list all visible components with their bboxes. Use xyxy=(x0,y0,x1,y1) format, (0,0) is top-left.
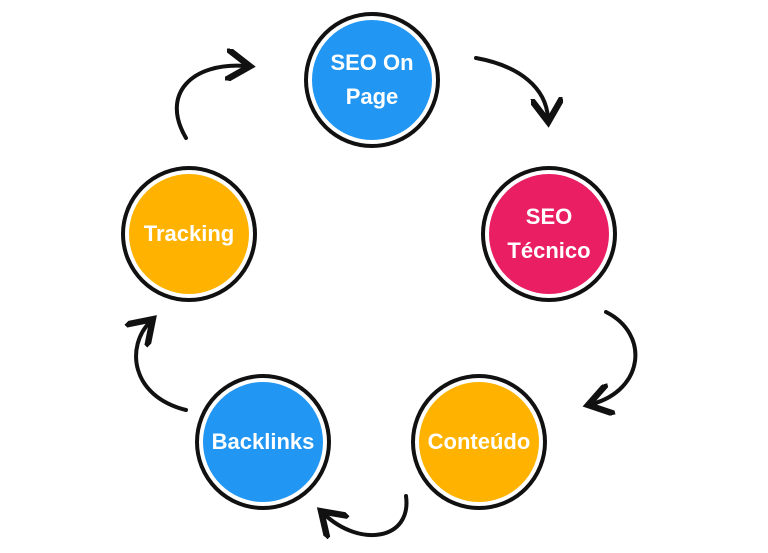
arrow-conteudo-to-backlinks xyxy=(324,494,409,535)
node-label-seo-tecnico: SEO Técnico xyxy=(507,204,591,263)
node-label-backlinks: Backlinks xyxy=(211,429,315,454)
node-fill: Backlinks xyxy=(203,382,323,502)
node-conteudo: Conteúdo xyxy=(411,374,547,510)
node-label-conteudo: Conteúdo xyxy=(427,429,531,454)
node-backlinks: Backlinks xyxy=(195,374,331,510)
arrow-seo-on-page-to-seo-tecnico xyxy=(474,56,548,118)
node-tracking: Tracking xyxy=(121,166,257,302)
arrow-seo-tecnico-to-conteudo xyxy=(592,310,638,404)
node-label-seo-on-page: SEO On Page xyxy=(330,50,414,109)
node-fill: SEO On Page xyxy=(312,20,432,140)
arrow-backlinks-to-tracking xyxy=(136,322,188,412)
node-fill: SEO Técnico xyxy=(489,174,609,294)
arrow-tracking-to-seo-on-page xyxy=(174,66,246,140)
node-label-tracking: Tracking xyxy=(143,221,235,246)
node-fill: Conteúdo xyxy=(419,382,539,502)
node-seo-tecnico: SEO Técnico xyxy=(481,166,617,302)
node-fill: Tracking xyxy=(129,174,249,294)
node-seo-on-page: SEO On Page xyxy=(304,12,440,148)
